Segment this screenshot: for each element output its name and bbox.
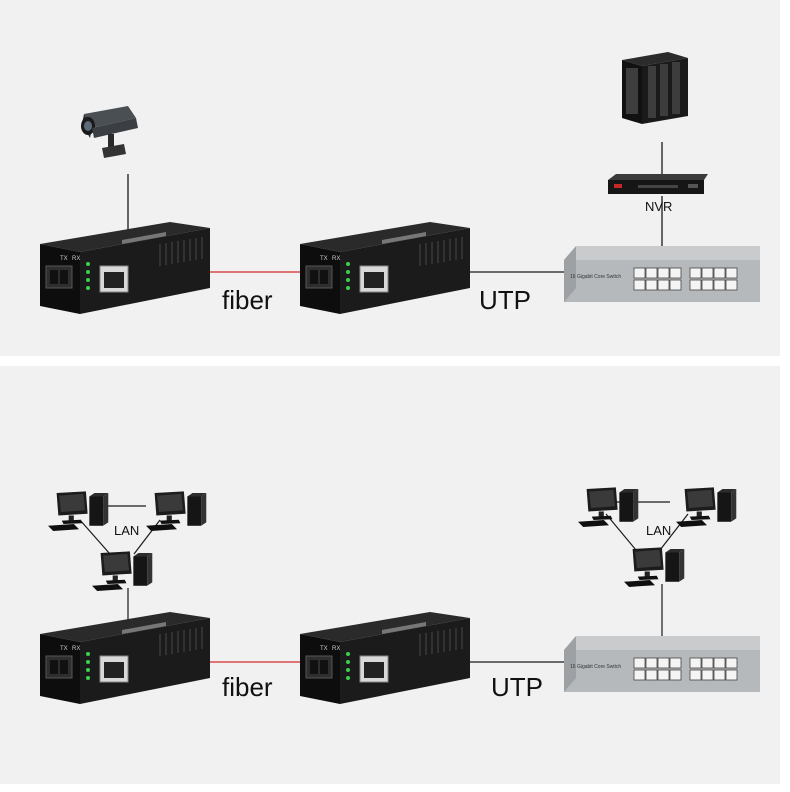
cctv-camera-icon	[81, 106, 138, 158]
nvr-device-icon	[608, 174, 708, 194]
server-rack-icon	[622, 52, 688, 124]
pc-icon	[92, 551, 153, 591]
bottom-lan-left-label: LAN	[114, 523, 140, 538]
pc-icon	[48, 491, 109, 531]
top-wires	[127, 142, 663, 273]
top-utp-label: UTP	[479, 285, 531, 315]
bottom-wires	[79, 501, 689, 663]
bottom-network-switch	[564, 636, 761, 693]
top-nvr-label: NVR	[645, 199, 673, 214]
pc-icon	[146, 491, 207, 531]
pc-icon	[676, 487, 737, 527]
bottom-fiber-label: fiber	[222, 672, 273, 702]
pc-icon	[578, 487, 639, 527]
top-network-switch	[564, 246, 761, 303]
bottom-left-media-converter	[40, 612, 211, 705]
top-right-media-converter	[300, 222, 471, 315]
top-left-media-converter	[40, 222, 211, 315]
top-panel: NVR fiber UTP	[0, 0, 780, 356]
bottom-right-media-converter	[300, 612, 471, 705]
bottom-lan-right-label: LAN	[646, 523, 672, 538]
pc-icon	[624, 547, 685, 587]
bottom-panel: LAN LAN fiber UTP	[0, 366, 780, 784]
bottom-utp-label: UTP	[491, 672, 543, 702]
top-fiber-label: fiber	[222, 285, 273, 315]
